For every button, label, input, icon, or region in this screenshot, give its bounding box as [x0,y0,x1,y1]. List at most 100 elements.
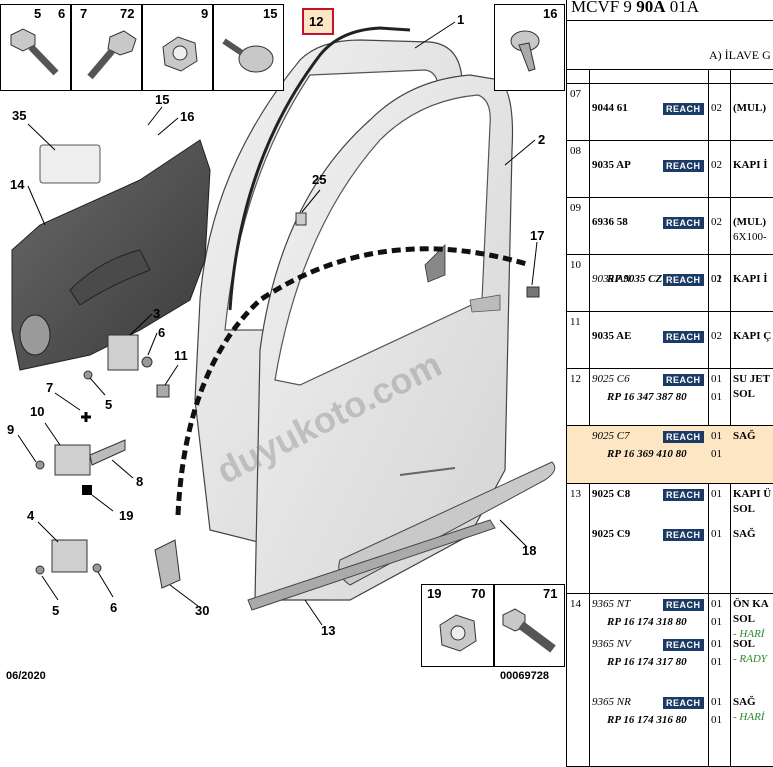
fastener-box-9[interactable]: 9 [142,4,213,91]
callout-19[interactable]: 19 [119,508,134,523]
replacement-part-number[interactable]: RP 16 369 410 80 [607,448,687,460]
door-seal-12[interactable] [228,26,411,311]
box-label-72: 72 [120,6,135,21]
quantity: 01 [711,714,722,726]
part-description: SOL [733,503,756,515]
hinge-lower-4[interactable] [35,539,102,575]
part-number[interactable]: 9025 C8 [592,488,631,500]
reach-badge: REACH [663,274,704,286]
clip-bag-35[interactable] [39,144,101,184]
part-description: SOL [733,388,756,400]
part-description: 6X100- [733,231,767,243]
part-number[interactable]: 9035 AE [592,330,632,342]
quantity: 01 [711,656,722,668]
callout-7[interactable]: 7 [46,380,54,395]
row-number: 12 [570,373,581,385]
replacement-part-number[interactable]: RP 16 347 387 80 [607,391,687,403]
callout-8[interactable]: 8 [136,474,144,489]
fastener-box-15[interactable]: 15 [213,4,284,91]
fastener-box-19-70[interactable]: 19 70 [421,584,494,667]
fastener-box-5-6[interactable]: 5 6 [0,4,71,91]
water-deflector-arc [175,246,531,516]
callout-3[interactable]: 3 [153,306,161,321]
part-number[interactable]: 9365 NR [592,696,631,708]
part-number[interactable]: 9025 C7 [592,430,630,442]
callout-5[interactable]: 5 [105,397,113,412]
part-number[interactable]: 9365 NT [592,598,631,610]
callout-25[interactable]: 25 [312,172,327,187]
part-number[interactable]: 9044 61 [592,102,628,114]
part-description: SAĞ [733,696,756,708]
catalog-title: MCVF 9 90A 01A [571,0,699,17]
callout-4[interactable]: 4 [27,508,35,523]
clip-25[interactable] [295,212,307,226]
callout-17[interactable]: 17 [530,228,545,243]
fastener-box-7-72[interactable]: 7 72 [71,4,142,91]
quantity: 01 [711,638,722,650]
bracket-30[interactable] [154,539,181,589]
callout-16[interactable]: 16 [180,109,195,124]
part-number[interactable]: 9035 AP [592,159,631,171]
callout-5b[interactable]: 5 [52,603,60,618]
box-label-15: 15 [263,6,278,21]
callout-6b[interactable]: 6 [110,600,118,615]
hex-nut-icon [439,614,477,652]
replacement-part-number[interactable]: RP 16 174 318 80 [607,616,687,628]
part-number[interactable]: 9025 C6 [592,373,630,385]
callout-35[interactable]: 35 [12,108,27,123]
box-label-6: 6 [58,6,66,21]
door-strip-13[interactable] [247,519,496,611]
callout-13[interactable]: 13 [321,623,336,638]
box-label-71: 71 [543,586,558,601]
door-panel-2[interactable] [254,74,514,601]
callout-9[interactable]: 9 [7,422,15,437]
quantity: 02 [711,159,722,171]
quantity: 01 [711,391,722,403]
part-number[interactable]: 9365 NV [592,638,631,650]
callout-10[interactable]: 10 [30,404,45,419]
fastener-box-16[interactable]: 16 [494,4,565,91]
callout-30[interactable]: 30 [195,603,210,618]
door-check-10[interactable] [35,412,126,495]
push-clip-icon [222,38,274,73]
row-number: 07 [570,88,581,100]
quantity: 02 [711,273,722,285]
callout-1[interactable]: 1 [457,12,465,27]
highlight-item-12[interactable]: 12 [302,8,334,35]
part-description: KAPI İ [733,273,768,285]
hinge-upper-3[interactable] [83,334,153,380]
box-label-5: 5 [34,6,42,21]
door-trim-pad-14[interactable] [11,139,211,371]
callout-2[interactable]: 2 [538,132,546,147]
callout-11[interactable]: 11 [174,348,188,363]
col-divider-2 [708,69,709,767]
replacement-part-number[interactable]: RP 9035 CZ [607,273,663,285]
part-number[interactable]: 9025 C9 [592,528,631,540]
callout-15[interactable]: 15 [155,92,170,107]
parts-table-panel: MCVF 9 90A 01A A) İLAVE G 07 9044 61 REACH… [566,0,773,767]
replacement-part-number[interactable]: RP 16 174 316 80 [607,714,687,726]
callout-18[interactable]: 18 [522,543,537,558]
replacement-part-number[interactable]: RP 16 174 317 80 [607,656,687,668]
fastener-box-71[interactable]: 71 [494,584,565,667]
callout-6[interactable]: 6 [158,325,166,340]
callout-14[interactable]: 14 [10,177,25,192]
section-title: A) İLAVE G [709,48,771,62]
reach-badge: REACH [663,431,704,443]
clip-17[interactable] [526,286,540,298]
part-description: - RADY [733,653,767,665]
part-number[interactable]: 9035 AN [592,273,631,285]
quantity: 02 [711,330,722,342]
box-label-70: 70 [471,586,486,601]
clip-11[interactable] [156,384,170,398]
part-number[interactable]: 6936 58 [592,216,628,228]
